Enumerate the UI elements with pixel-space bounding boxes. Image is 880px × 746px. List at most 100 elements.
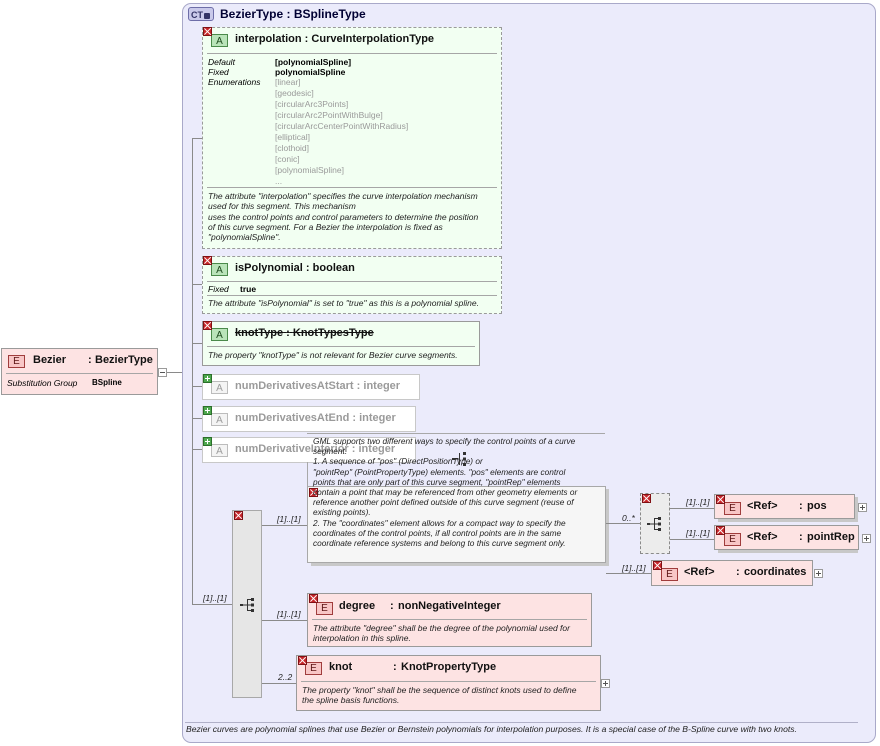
optional-icon [203, 374, 212, 383]
complex-type-badge: CT [188, 7, 214, 21]
sequence-icon [647, 517, 661, 531]
ref-element-pointrep[interactable]: E <Ref> : pointRep [714, 525, 859, 550]
branch-knot [262, 683, 296, 684]
attribute-separator [207, 53, 497, 54]
root-element-type: BezierType [95, 354, 153, 366]
element-separator [301, 681, 596, 682]
attribute-knottype[interactable]: A knotType : KnotTypesType The property … [202, 321, 480, 366]
enumeration-value: [conic] [275, 154, 300, 164]
attribute-numderivativeinterior-sep: : [351, 443, 356, 455]
inner-sequence-compositor[interactable] [640, 493, 670, 554]
prohibited-icon [309, 488, 318, 497]
attribute-separator [207, 295, 497, 296]
attribute-interpolation-sep: : [304, 33, 309, 45]
sequence-compositor[interactable] [232, 510, 262, 698]
element-knot-type: KnotPropertyType [401, 661, 497, 673]
optional-icon [203, 406, 212, 415]
ref-element-coordinates[interactable]: E <Ref> : coordinates [651, 560, 813, 586]
prohibited-icon [653, 561, 662, 570]
fixed-value: true [240, 284, 257, 294]
prohibited-icon [203, 321, 212, 330]
attribute-interpolation-name: interpolation [235, 33, 302, 45]
element-knot-name: knot [329, 661, 353, 673]
ref-pointrep-expand-toggle[interactable] [862, 534, 871, 543]
branch-pos [670, 508, 714, 509]
element-knot[interactable]: E knot : KnotPropertyType The property "… [296, 655, 601, 711]
attribute-separator [207, 187, 497, 188]
branch-coordinates [606, 573, 651, 574]
attribute-interpolation[interactable]: A interpolation : CurveInterpolationType… [202, 27, 502, 249]
attribute-numderivativeinterior[interactable]: A numDerivativeInterior : integer [202, 437, 416, 463]
coordinates-cardinality: [1]..[1] [622, 563, 646, 573]
element-degree-doc: The attribute "degree" shall be the degr… [313, 623, 570, 644]
branch-choice-group [262, 525, 308, 526]
choice-group[interactable] [307, 486, 606, 563]
knot-expand-toggle[interactable] [601, 679, 610, 688]
ref-pos-expand-toggle[interactable] [858, 503, 867, 512]
attribute-icon: A [211, 381, 228, 394]
attribute-numderivativesatstart[interactable]: A numDerivativesAtStart : integer [202, 374, 420, 400]
inner-sequence-cardinality: 0..* [622, 513, 635, 523]
attribute-ispolynomial-name: isPolynomial [235, 262, 303, 274]
element-degree[interactable]: E degree : nonNegativeInteger The attrib… [307, 593, 592, 647]
attribute-ispolynomial[interactable]: A isPolynomial : boolean Fixed true The … [202, 256, 502, 314]
ref-label: <Ref> [747, 531, 778, 543]
attribute-numderivativesatend-type: integer [359, 412, 396, 424]
attribute-numderivativesatend[interactable]: A numDerivativesAtEnd : integer [202, 406, 416, 432]
attribute-interpolation-title: interpolation : CurveInterpolationType [235, 33, 434, 45]
default-label: Default [208, 57, 235, 67]
element-knot-doc: The property "knot" shall be the sequenc… [302, 685, 577, 706]
ref-coordinates-expand-toggle[interactable] [814, 569, 823, 578]
attribute-trunk-line [192, 138, 193, 604]
enumeration-value: [linear] [275, 77, 301, 87]
attribute-icon: A [211, 413, 228, 426]
prohibited-icon [309, 594, 318, 603]
attribute-knottype-sep: : [286, 327, 290, 339]
attribute-icon: A [211, 328, 228, 341]
choice-icon [452, 452, 466, 466]
fixed-label: Fixed [208, 284, 229, 294]
attribute-numderivativesatstart-title: numDerivativesAtStart : integer [235, 380, 400, 392]
enumerations-label: Enumerations [208, 77, 261, 87]
connector-root-to-type [167, 372, 192, 373]
complex-type-arrow-icon [204, 12, 210, 19]
attribute-numderivativeinterior-name: numDerivativeInterior [235, 443, 349, 455]
root-element-bezier[interactable]: E Bezier : BezierType Substitution Group… [1, 348, 158, 395]
enumeration-value: [clothoid] [275, 143, 310, 153]
ref-element-pos[interactable]: E <Ref> : pos [714, 494, 855, 519]
element-degree-sep: : [390, 600, 394, 612]
ref-sep: : [799, 531, 803, 543]
prohibited-icon [716, 526, 725, 535]
choice-group-top-line [307, 462, 308, 486]
attribute-separator [207, 346, 475, 347]
attribute-ispolynomial-sep: : [305, 262, 310, 274]
prohibited-icon [234, 511, 243, 520]
branch-degree [262, 620, 308, 621]
branch-sequence [192, 604, 232, 605]
sequence-icon [240, 598, 254, 612]
attribute-numderivativeinterior-type: integer [358, 443, 396, 455]
element-icon: E [316, 602, 333, 615]
enumeration-value: [circularArc2PointWithBulge] [275, 110, 383, 120]
attribute-knottype-name: knotType [235, 327, 284, 339]
ref-coordinates-name: coordinates [744, 566, 807, 578]
branch-numderivativesatend [192, 418, 202, 419]
element-icon: E [305, 662, 322, 675]
element-icon: E [724, 533, 741, 546]
fixed-label: Fixed [208, 67, 229, 77]
element-icon: E [724, 502, 741, 515]
branch-knottype [192, 343, 202, 344]
ref-sep: : [736, 566, 740, 578]
enumeration-value: [circularArc3Points] [275, 99, 349, 109]
attribute-ispolynomial-title: isPolynomial : boolean [235, 262, 355, 274]
element-degree-name: degree [339, 600, 376, 612]
element-separator [312, 619, 587, 620]
element-knot-sep: : [393, 661, 397, 673]
root-collapse-toggle[interactable] [158, 368, 167, 377]
choice-group-doc: GML supports two different ways to speci… [313, 436, 578, 549]
complex-type-title: BezierType : BSplineType [220, 7, 366, 21]
complex-type-base: BSplineType [293, 7, 366, 21]
attribute-ispolynomial-type: boolean [312, 262, 355, 274]
choice-group-top-border [307, 433, 605, 434]
choice-group-cardinality: [1]..[1] [277, 514, 301, 524]
